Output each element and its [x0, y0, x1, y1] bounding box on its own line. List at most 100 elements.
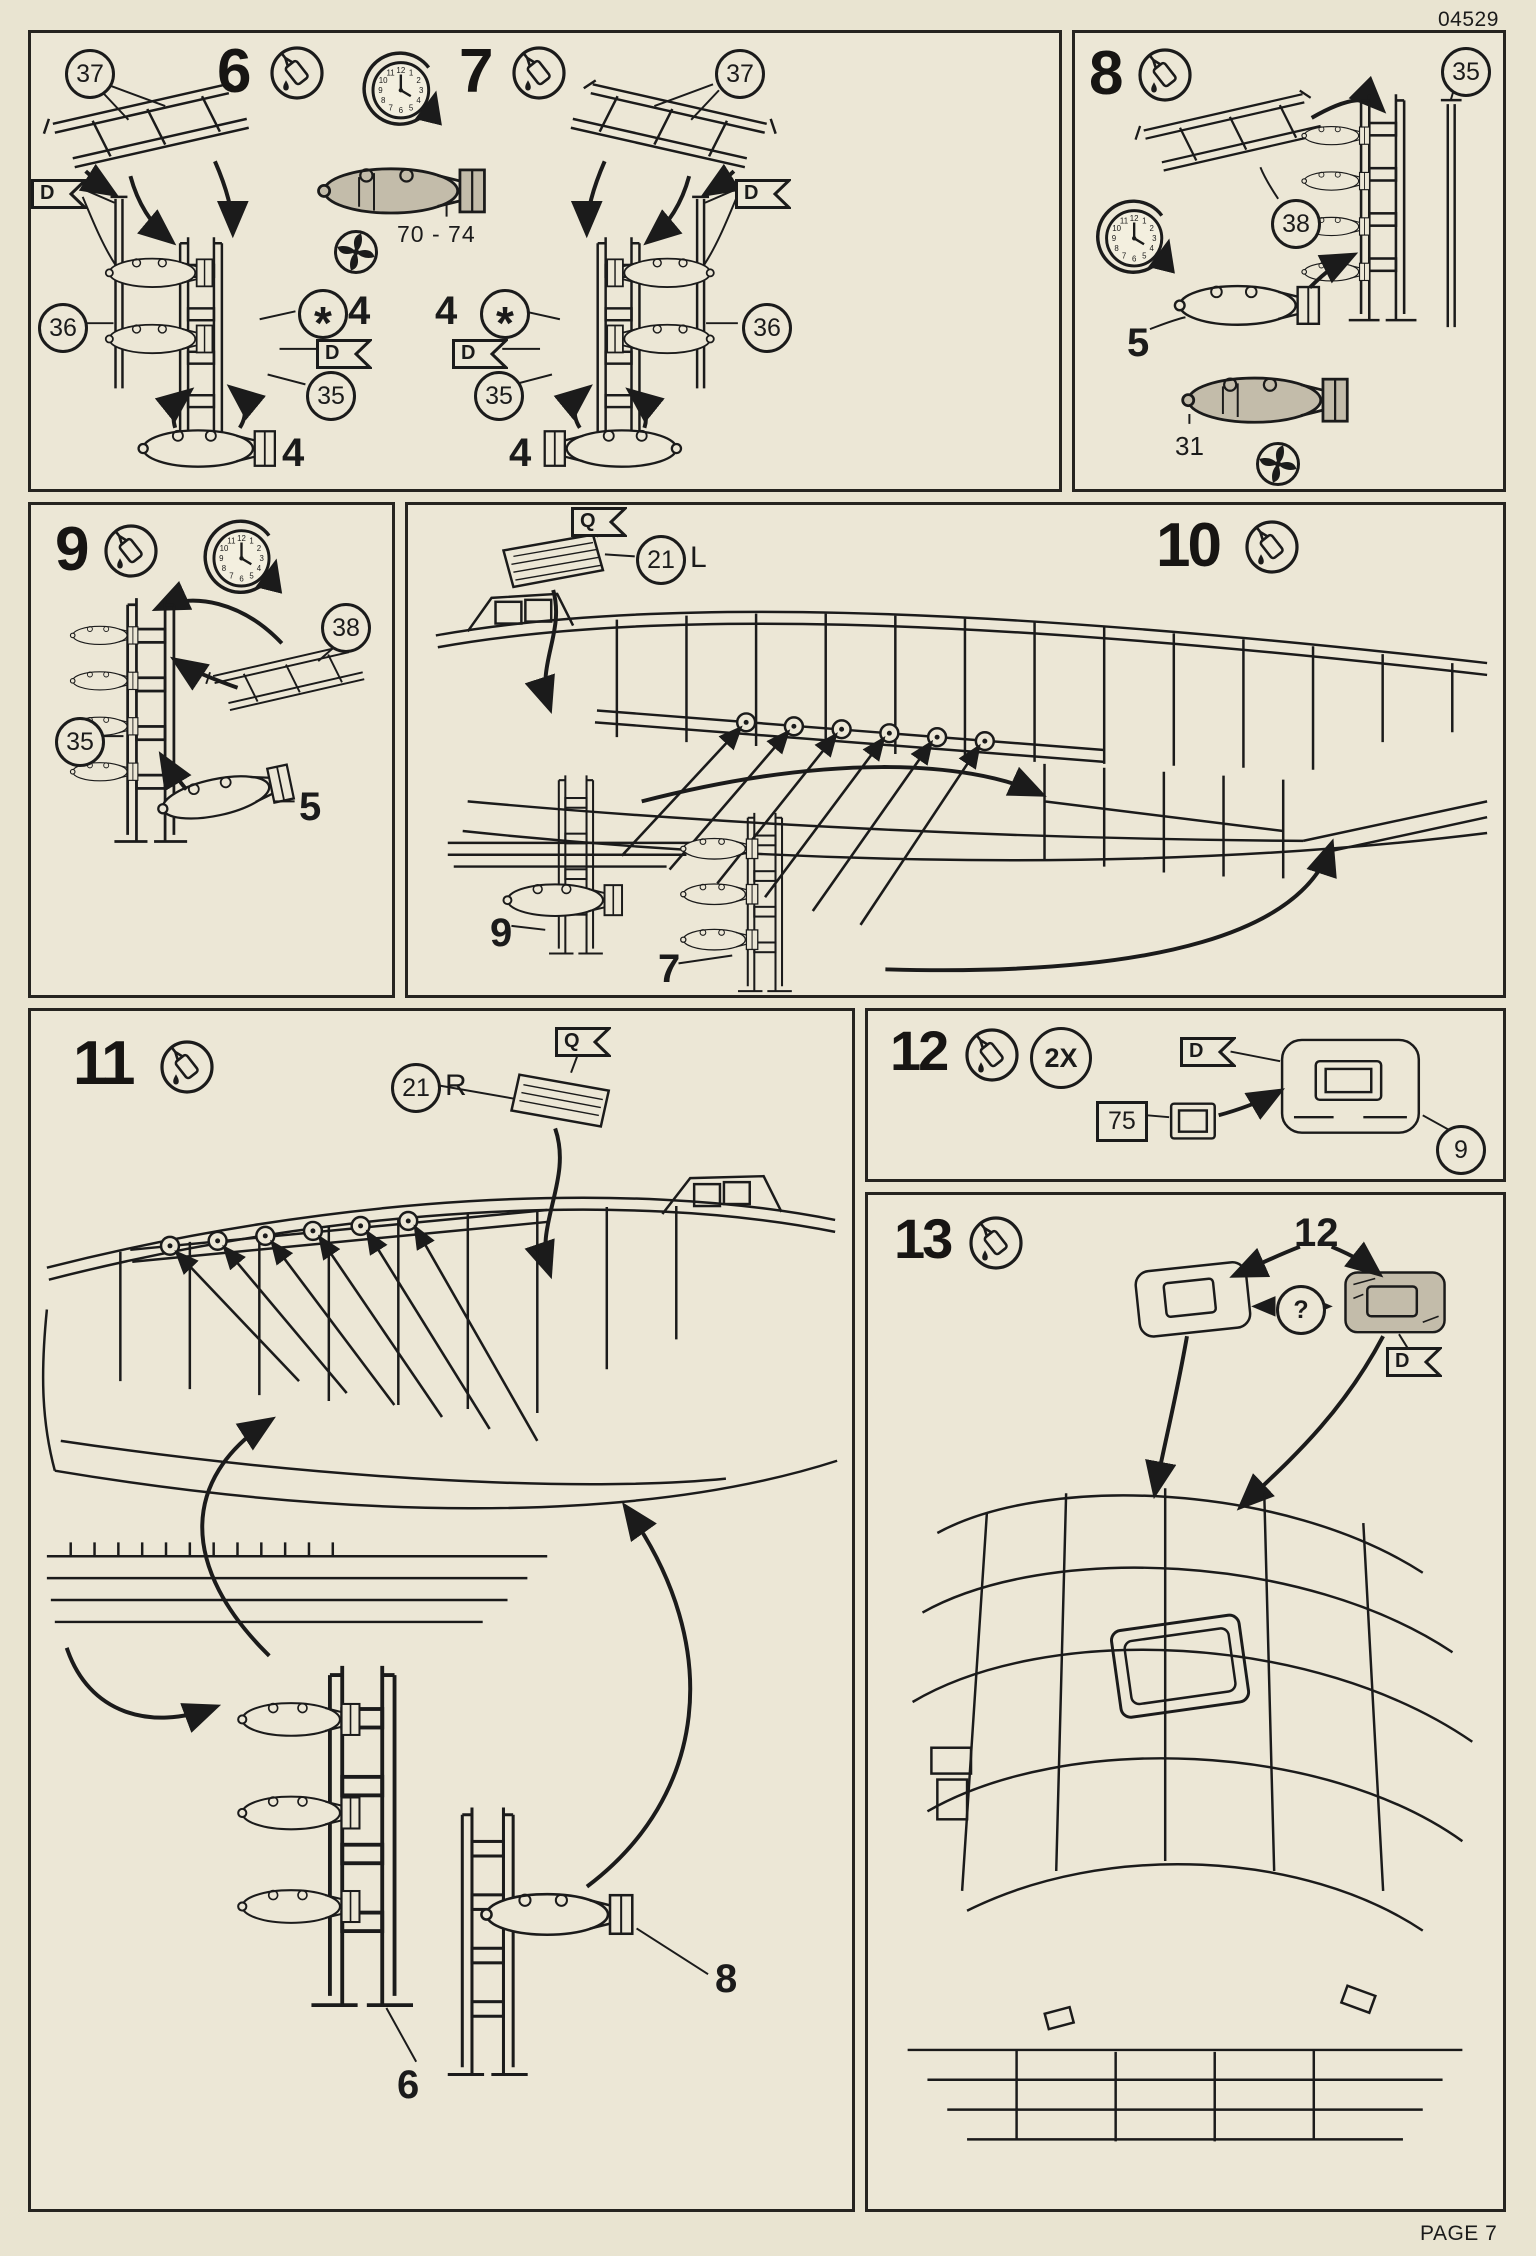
kit-number: 04529: [1438, 8, 1499, 31]
panel-step-12: 12 2X D 75 9: [865, 1008, 1506, 1182]
svg-text:7: 7: [388, 104, 392, 113]
part-number-5: 5: [299, 785, 322, 829]
part-callout-35: 35: [55, 717, 105, 767]
svg-text:10: 10: [1112, 224, 1121, 233]
svg-text:11: 11: [1120, 216, 1128, 225]
svg-text:6: 6: [1132, 254, 1137, 263]
q-flag: Q: [555, 1027, 611, 1057]
assembly-label-9: 9: [490, 911, 513, 955]
svg-text:1: 1: [249, 537, 253, 546]
part-callout-35: 35: [1441, 47, 1491, 97]
asterisk-callout: *: [298, 289, 348, 346]
step-number-10: 10: [1156, 511, 1222, 580]
part-number-5: 5: [1127, 321, 1150, 365]
step-number-7: 7: [459, 37, 494, 106]
svg-text:8: 8: [222, 564, 227, 573]
part-callout-35: 35: [474, 371, 524, 421]
d-flag: D: [316, 339, 372, 369]
question-mark-callout: ?: [1276, 1285, 1326, 1335]
svg-text:2: 2: [1150, 224, 1154, 233]
step-13-artwork: [907, 1241, 1473, 2142]
glue-icon: [159, 1039, 215, 1100]
svg-text:4: 4: [257, 564, 262, 573]
svg-text:12: 12: [396, 66, 405, 75]
quantity-2x-callout: 2X: [1030, 1027, 1092, 1089]
part-number-31: 31: [1175, 431, 1204, 461]
step-number-8: 8: [1089, 39, 1124, 108]
svg-text:3: 3: [259, 554, 264, 563]
d-flag: D: [1386, 1347, 1442, 1377]
glue-icon: [103, 523, 159, 584]
asterisk-callout: *: [480, 289, 530, 346]
step-number-9: 9: [55, 515, 90, 584]
svg-text:3: 3: [1152, 234, 1157, 243]
svg-text:9: 9: [219, 554, 223, 563]
panel-step-13: 13 12 ? D: [865, 1192, 1506, 2212]
part-callout-37: 37: [715, 49, 765, 99]
d-flag: D: [31, 179, 87, 209]
part-callout-38: 38: [1271, 199, 1321, 249]
svg-text:4: 4: [1150, 244, 1155, 253]
part-callout-21: 21: [636, 535, 686, 585]
svg-text:3: 3: [419, 86, 424, 95]
svg-text:6: 6: [399, 106, 404, 115]
part-callout-9: 9: [1436, 1125, 1486, 1175]
part-box-75: 75: [1096, 1101, 1148, 1142]
part-callout-38: 38: [321, 603, 371, 653]
part-callout-36: 36: [742, 303, 792, 353]
glue-icon: [964, 1027, 1020, 1088]
side-letter-L: L: [690, 541, 707, 574]
svg-text:12: 12: [1130, 214, 1139, 223]
svg-text:9: 9: [1112, 234, 1116, 243]
quantity-label-4: 4: [348, 289, 371, 333]
quantity-label-4: 4: [435, 289, 458, 333]
page-number: PAGE 7: [1420, 2222, 1498, 2245]
svg-text:8: 8: [1114, 244, 1119, 253]
panel-step-11: 11 21 R Q 6 8: [28, 1008, 855, 2212]
svg-text:10: 10: [220, 544, 229, 553]
step-10-artwork: [435, 525, 1488, 993]
step-number-6: 6: [217, 37, 252, 106]
step-number-11: 11: [73, 1029, 136, 1098]
svg-text:11: 11: [386, 68, 395, 77]
step-11-artwork: [41, 1056, 838, 2077]
part-callout-36: 36: [38, 303, 88, 353]
svg-text:5: 5: [1142, 252, 1147, 261]
not-used-parts-icon: [333, 229, 379, 280]
part-range-label: 70 - 74: [397, 221, 476, 247]
svg-text:5: 5: [409, 104, 414, 113]
panel-step-10: 10 Q 21 L 9 7: [405, 502, 1506, 998]
d-flag: D: [735, 179, 791, 209]
svg-text:2: 2: [416, 76, 420, 85]
svg-text:7: 7: [1122, 252, 1126, 261]
q-flag: Q: [571, 507, 627, 537]
svg-text:1: 1: [1142, 216, 1146, 225]
step-number-12: 12: [890, 1019, 949, 1082]
assembly-label-6: 6: [397, 2063, 420, 2107]
svg-text:4: 4: [416, 96, 421, 105]
svg-text:8: 8: [381, 96, 386, 105]
not-used-parts-icon: [1255, 441, 1301, 492]
svg-text:5: 5: [249, 572, 254, 581]
part-number-4: 4: [282, 431, 305, 475]
glue-icon: [1244, 519, 1300, 580]
d-flag: D: [452, 339, 508, 369]
step-reference-12: 12: [1294, 1211, 1339, 1255]
glue-icon: [1137, 47, 1193, 108]
part-callout-37: 37: [65, 49, 115, 99]
svg-text:6: 6: [239, 574, 244, 583]
side-letter-R: R: [445, 1069, 467, 1102]
part-callout-35: 35: [306, 371, 356, 421]
part-number-4: 4: [509, 431, 532, 475]
svg-text:9: 9: [378, 86, 383, 95]
step-number-13: 13: [894, 1207, 953, 1270]
